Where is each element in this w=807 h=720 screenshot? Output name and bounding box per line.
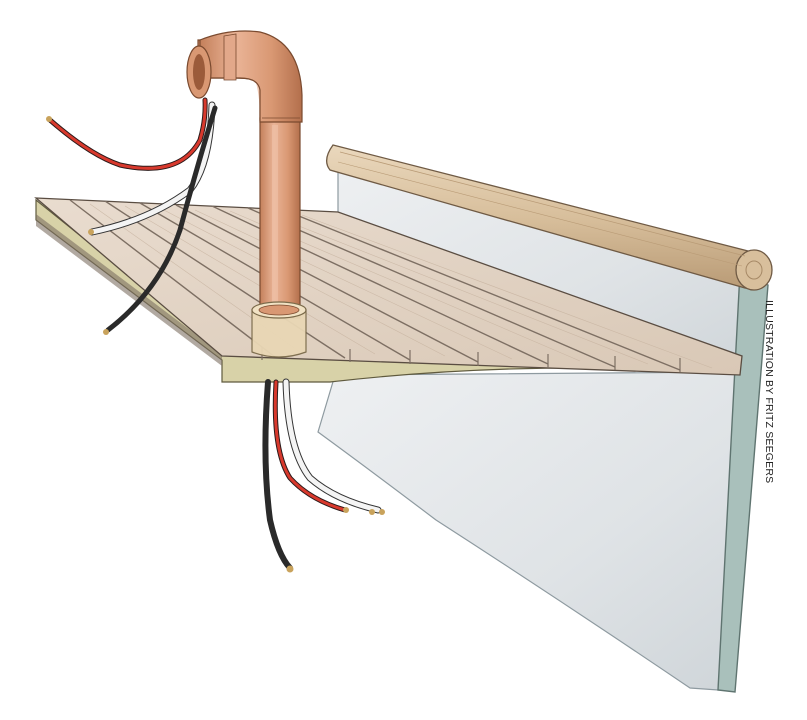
- hull-side-lower: [317, 371, 743, 691]
- toerail: [326, 144, 773, 291]
- wires-below-deck: [262, 378, 385, 573]
- black-wire-upper: [105, 105, 218, 333]
- deck-planks: [34, 197, 743, 376]
- illustration-credit-text: ILLUSTRATION BY FRITZ SEEGERS: [763, 300, 775, 484]
- deck-collar: [251, 301, 307, 358]
- wires-above-deck: [46, 97, 218, 335]
- copper-gooseneck-pipe: [186, 30, 303, 319]
- red-wire-upper: [47, 97, 208, 171]
- toerail-end: [735, 249, 773, 291]
- black-wire-lower: [262, 379, 293, 571]
